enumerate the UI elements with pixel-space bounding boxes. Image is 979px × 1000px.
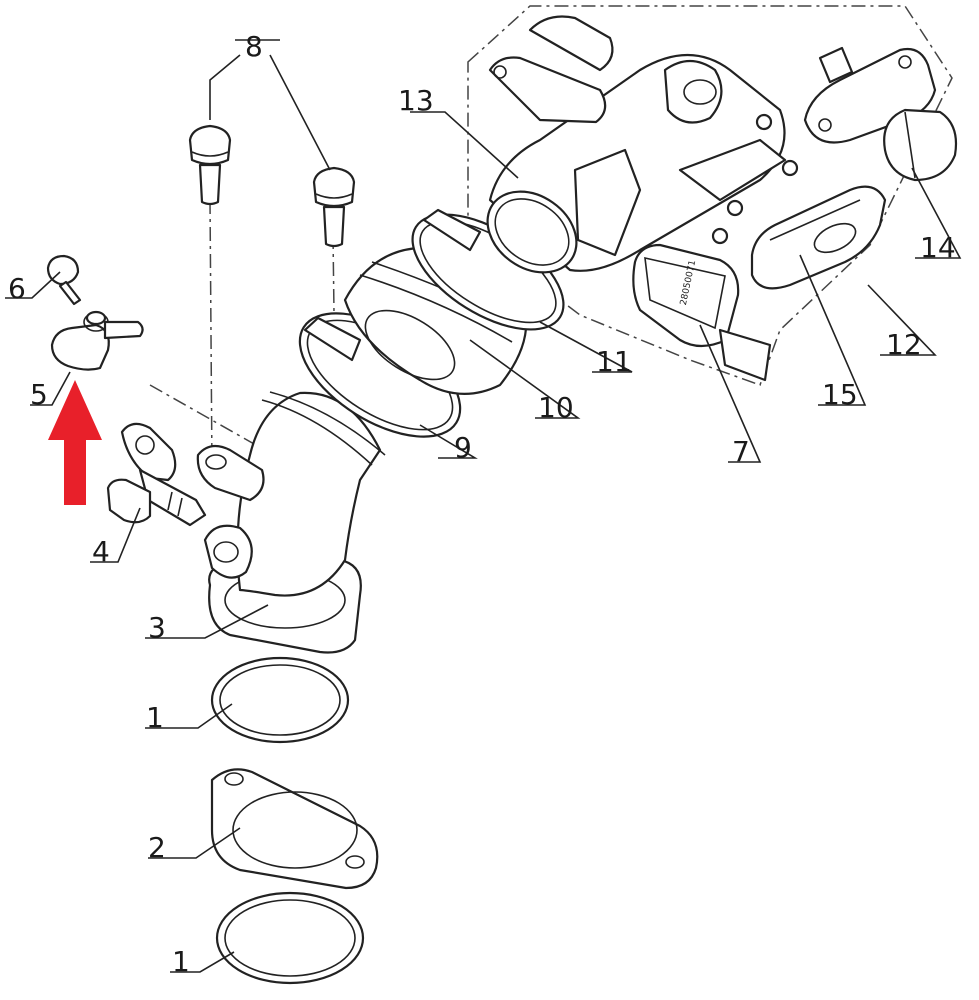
fuel-fitting — [50, 310, 144, 371]
gasket — [210, 768, 379, 890]
intake-manifold — [196, 391, 386, 654]
idle-air-valve — [803, 46, 958, 182]
bolt-right — [312, 166, 356, 248]
label-5: 5 — [30, 378, 48, 411]
fuel-injector — [106, 422, 207, 527]
label-3: 3 — [148, 611, 166, 644]
label-2: 2 — [148, 831, 166, 864]
highlight-arrow — [48, 380, 102, 505]
assembly-boundary — [467, 5, 953, 386]
throttle-body — [486, 15, 799, 274]
throttle-position-sensor: 28050071 — [632, 243, 772, 382]
map-sensor — [750, 185, 887, 290]
o-ring-upper — [210, 656, 350, 744]
o-ring-lower — [215, 891, 365, 985]
bolt-left — [188, 124, 232, 206]
label-13: 13 — [398, 84, 434, 117]
label-15: 15 — [822, 378, 858, 411]
label-14: 14 — [920, 231, 956, 264]
label-7: 7 — [732, 435, 750, 468]
label-1-upper: 1 — [146, 701, 164, 734]
label-10: 10 — [538, 391, 574, 424]
axis-line-bolt-left — [209, 199, 213, 471]
leader-lines — [5, 39, 962, 973]
fitting-bolt — [46, 254, 82, 306]
label-8: 8 — [245, 30, 263, 63]
label-4: 4 — [92, 535, 110, 568]
label-11: 11 — [596, 345, 632, 378]
label-12: 12 — [886, 328, 922, 361]
label-6: 6 — [8, 272, 26, 305]
label-1-lower: 1 — [172, 945, 190, 978]
label-9: 9 — [454, 431, 472, 464]
